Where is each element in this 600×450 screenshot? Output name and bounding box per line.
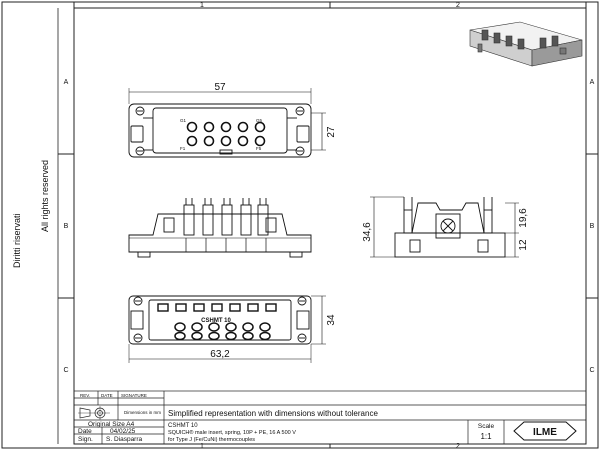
col-label-2: 2 (456, 2, 460, 9)
row-label-a: A (64, 79, 69, 86)
date-header: DATE (101, 393, 113, 398)
front-elevation-view (128, 198, 312, 258)
pin-label-f5: F5 (256, 146, 262, 151)
dim-bottom-height: 34 (326, 314, 337, 326)
grid-labels: 1 2 1 2 A B C A B C (63, 2, 594, 450)
dim-side-lower: 12 (518, 239, 529, 251)
side-text-left: Diritti riservati (12, 213, 22, 268)
side-text-right: All rights reserved (40, 159, 50, 232)
dim-bottom-width: 63,2 (210, 349, 230, 360)
row-label-b: B (64, 223, 69, 230)
bottom-view-marking: CSHMT 10 (201, 318, 231, 324)
scale-value: 1:1 (480, 432, 492, 441)
row-label-c: C (63, 367, 68, 374)
part-code: CSHMT 10 (168, 423, 198, 429)
ilme-logo: ILME (513, 421, 577, 441)
projection-symbol-icon (78, 406, 110, 420)
description-line-2: for Type J (Fe/CuNi) thermocouples (168, 437, 255, 443)
bottom-view-labels: CSHMT 10 63,2 34 (201, 314, 337, 360)
row-label-c-right: C (589, 367, 594, 374)
row-label-b-right: B (590, 223, 595, 230)
pin-label-f1: F1 (180, 146, 186, 151)
col-label-1-bottom: 1 (200, 443, 204, 450)
sign-value: S. Diasparra (106, 436, 143, 443)
title-block-text: REV. DATE SIGNATURE Dimensions in mm Ori… (78, 393, 495, 443)
bottom-view (128, 295, 326, 363)
rev-header: REV. (80, 393, 90, 398)
title-block (73, 390, 587, 445)
col-label-1: 1 (200, 2, 204, 9)
scale-label: Scale (478, 423, 495, 430)
simplified-note: Simplified representation with dimension… (168, 409, 378, 418)
signature-header: SIGNATURE (121, 393, 147, 398)
date-label: Date (78, 428, 92, 435)
row-label-a-right: A (590, 79, 595, 86)
dimensions-note: Dimensions in mm (124, 410, 161, 415)
dim-side-total: 34,6 (362, 222, 373, 242)
date-value: 04/02/25 (110, 428, 136, 435)
sign-label: Sign. (78, 436, 93, 443)
col-label-2-bottom: 2 (456, 443, 460, 450)
front-view-labels: 57 27 G1 G5 F1 F5 (180, 82, 337, 151)
side-view-labels: 34,6 19,6 12 (362, 208, 529, 251)
front-view (128, 88, 326, 158)
pin-label-g5: G5 (256, 118, 263, 123)
description-line-1: SQUICH® male insert, spring, 10P + PE, 1… (168, 429, 296, 436)
side-view (370, 196, 519, 258)
original-size: Original Size A4 (88, 421, 135, 428)
dim-side-upper: 19,6 (518, 208, 529, 228)
isometric-thumbnail (469, 21, 583, 67)
dim-front-height: 27 (326, 126, 337, 138)
logo-text: ILME (533, 427, 557, 438)
dim-front-width: 57 (214, 82, 226, 93)
pin-label-g1: G1 (180, 118, 187, 123)
